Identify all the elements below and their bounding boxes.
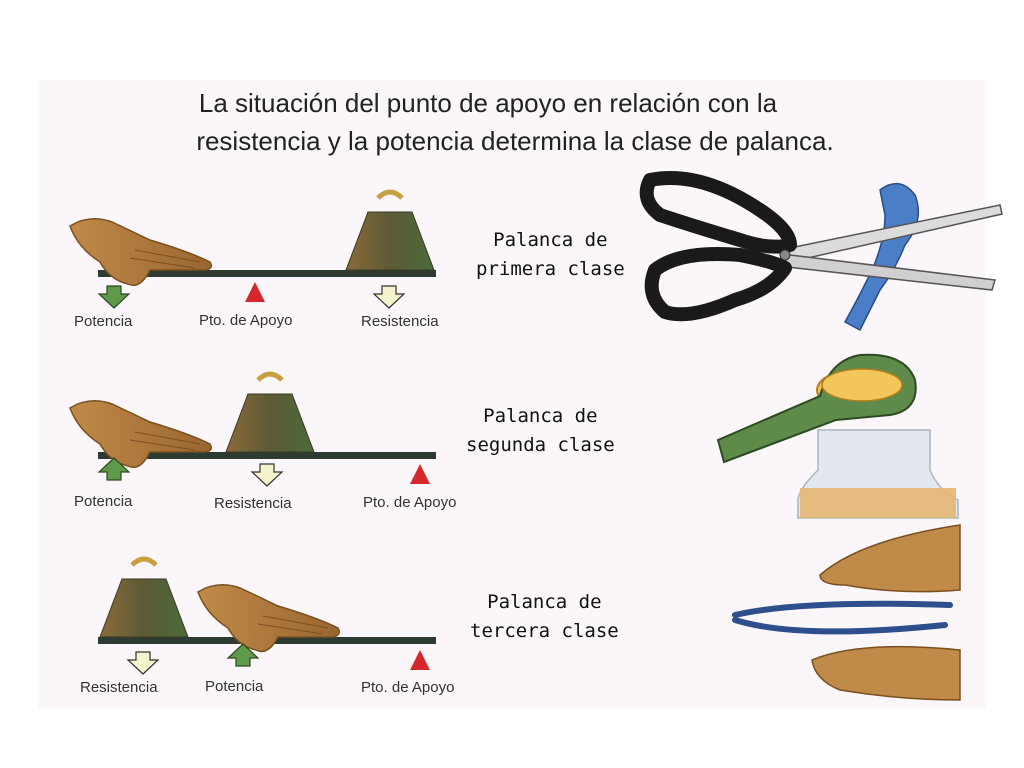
lever-3-label-resistencia: Resistencia <box>80 679 158 696</box>
resistencia-arrow-icon <box>372 285 406 309</box>
hand-icon <box>69 400 213 469</box>
lever-2-label-resistencia: Resistencia <box>214 495 292 512</box>
lever-2-label-potencia: Potencia <box>74 493 133 510</box>
lever-1-class-line-1: Palanca de <box>493 229 608 251</box>
lever-3-class-line-1: Palanca de <box>487 591 602 613</box>
lever-1-class-label: Palanca de primera clase <box>476 226 625 284</box>
lever-3-class-line-2: tercera clase <box>470 620 619 642</box>
lever-3-label-apoyo: Pto. de Apoyo <box>361 679 455 696</box>
scissors-illustration <box>639 171 1003 332</box>
lever-3-class-label: Palanca de tercera clase <box>470 588 619 646</box>
hand-icon <box>197 584 341 653</box>
diagram-title: La situación del punto de apoyo en relac… <box>0 84 1024 160</box>
potencia-arrow-icon <box>97 457 131 481</box>
bottle-opener-illustration <box>716 353 959 519</box>
fulcrum-triangle <box>410 650 430 670</box>
lever-3-label-potencia: Potencia <box>205 678 264 695</box>
lever-beam <box>98 452 436 459</box>
weight-icon <box>99 556 189 638</box>
lever-beam <box>98 270 436 277</box>
hand-icon <box>69 218 213 287</box>
lever-3-diagram <box>98 556 436 675</box>
lever-2-class-label: Palanca de segunda clase <box>466 402 615 460</box>
lever-1-class-line-2: primera clase <box>476 258 625 280</box>
resistencia-arrow-icon <box>126 651 160 675</box>
potencia-arrow-icon <box>97 285 131 309</box>
fulcrum-triangle <box>410 464 430 484</box>
lever-2-diagram <box>69 371 436 487</box>
resistencia-arrow-icon <box>250 463 284 487</box>
weight-icon <box>345 189 435 271</box>
lever-1-label-apoyo: Pto. de Apoyo <box>199 312 293 329</box>
lever-2-label-apoyo: Pto. de Apoyo <box>363 494 457 511</box>
lever-2-class-line-2: segunda clase <box>466 434 615 456</box>
lever-1-label-resistencia: Resistencia <box>361 313 439 330</box>
lever-1-label-potencia: Potencia <box>74 313 133 330</box>
potencia-arrow-icon <box>226 643 260 667</box>
title-line-1: La situación del punto de apoyo en relac… <box>198 88 778 118</box>
tweezers-illustration <box>732 524 961 701</box>
title-line-2: resistencia y la potencia determina la c… <box>196 126 834 156</box>
weight-icon <box>225 371 315 453</box>
lever-2-class-line-1: Palanca de <box>483 405 598 427</box>
fulcrum-triangle <box>245 282 265 302</box>
lever-1-diagram <box>69 189 436 309</box>
